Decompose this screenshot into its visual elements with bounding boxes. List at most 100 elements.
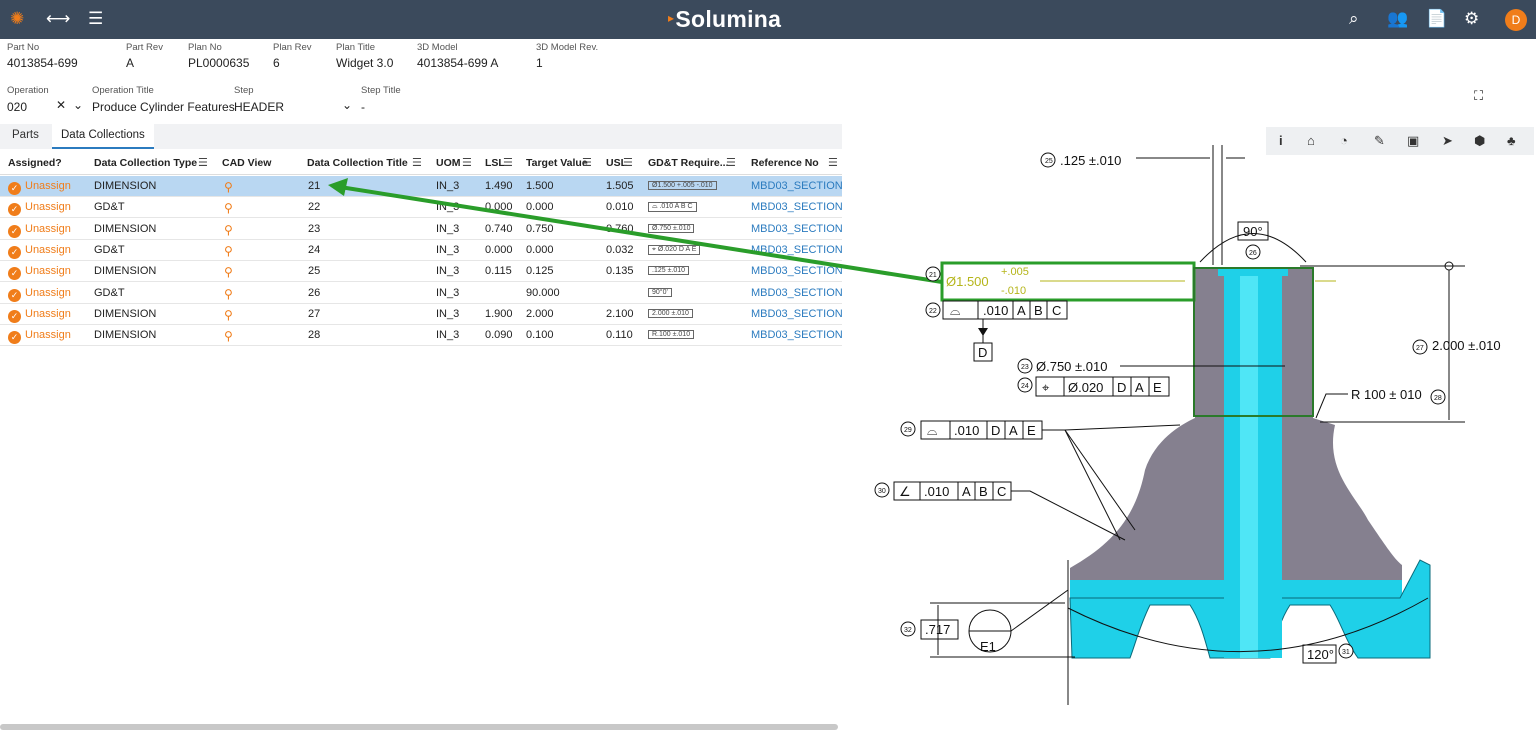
col-uom[interactable]: UOM xyxy=(436,157,461,169)
tab-data-collections[interactable]: Data Collections xyxy=(52,124,154,149)
info-icon[interactable]: i xyxy=(1279,133,1283,148)
plan-rev-label: Plan Rev xyxy=(273,42,312,53)
fcf-24-e: E xyxy=(1153,380,1162,395)
list-icon[interactable]: ☰ xyxy=(88,9,104,28)
chevron-down-icon[interactable]: ⌄ xyxy=(73,98,84,112)
col-usl[interactable]: USL xyxy=(606,157,627,169)
col-title[interactable]: Data Collection Title xyxy=(307,157,408,169)
pen-icon[interactable]: ✎ xyxy=(1374,133,1385,148)
tree-icon[interactable]: ♣ xyxy=(1507,133,1516,148)
unassign-label: Unassign xyxy=(25,307,71,320)
users-gear-icon[interactable]: 👥 xyxy=(1387,9,1409,28)
camera-icon[interactable]: ▣ xyxy=(1407,133,1420,148)
balloon-28-text: 28 xyxy=(1434,395,1442,402)
col-gdt[interactable]: GD&T Require... xyxy=(648,157,729,169)
avatar[interactable]: D xyxy=(1505,9,1527,31)
operation-value[interactable]: 020 xyxy=(7,100,28,114)
reference-link[interactable]: MBD03_SECTION xyxy=(751,286,843,299)
unassign-link[interactable]: ✓Unassign xyxy=(8,223,71,238)
pointer-icon[interactable]: ➤ xyxy=(1442,133,1453,148)
unassign-link[interactable]: ✓Unassign xyxy=(8,201,71,217)
col-assigned[interactable]: Assigned? xyxy=(8,157,62,169)
cell-gdt: .125 ±.010 xyxy=(648,266,690,276)
binoculars-icon[interactable]: ⚲ xyxy=(224,265,233,280)
app-logo-icon[interactable]: ✺ xyxy=(10,9,25,28)
step-chevron-down-icon[interactable]: ⌄ xyxy=(342,98,353,112)
column-menu-icon[interactable]: ☰ xyxy=(623,157,633,169)
fcf-22-symbol-icon: ⌓ xyxy=(950,303,960,318)
unassign-link[interactable]: ✓Unassign xyxy=(8,180,71,195)
cell-lsl: 1.490 xyxy=(485,180,513,192)
reference-link[interactable]: MBD03_SECTION xyxy=(751,307,843,320)
clear-icon[interactable]: ✕ xyxy=(56,98,67,112)
binoculars-icon[interactable]: ⚲ xyxy=(224,180,233,194)
reference-link[interactable]: MBD03_SECTION xyxy=(751,180,843,192)
search-icon[interactable]: ⌕ xyxy=(1349,9,1359,28)
column-menu-icon[interactable]: ☰ xyxy=(198,157,208,169)
part-rev-value: A xyxy=(126,56,135,70)
column-menu-icon[interactable]: ☰ xyxy=(828,157,838,169)
cell-usl: 0.135 xyxy=(606,265,634,278)
cell-gdt: Ø1.500 +.005 -.010 xyxy=(648,181,717,190)
col-ref[interactable]: Reference No xyxy=(751,157,819,169)
binoculars-icon[interactable]: ⚲ xyxy=(224,222,233,237)
highlight-feature xyxy=(1193,267,1314,417)
file-help-icon[interactable]: 📄 xyxy=(1426,9,1448,28)
unassign-link[interactable]: ✓Unassign xyxy=(8,287,71,302)
unassign-link[interactable]: ✓Unassign xyxy=(8,265,71,281)
column-menu-icon[interactable]: ☰ xyxy=(726,157,736,169)
check-circle-icon: ✓ xyxy=(8,203,21,217)
tab-parts[interactable]: Parts xyxy=(12,129,39,141)
column-menu-icon[interactable]: ☰ xyxy=(582,157,592,169)
reference-link[interactable]: MBD03_SECTION xyxy=(751,243,843,256)
column-menu-icon[interactable]: ☰ xyxy=(462,157,472,169)
unassign-link[interactable]: ✓Unassign xyxy=(8,244,71,259)
fcf-29-tol: .010 xyxy=(954,423,979,438)
col-cad-view[interactable]: CAD View xyxy=(222,157,272,169)
unassign-label: Unassign xyxy=(25,243,71,256)
cell-gdt: 90°0' xyxy=(648,287,672,297)
unassign-label: Unassign xyxy=(25,222,71,235)
balloon-27 xyxy=(1412,339,1428,355)
settings-icon[interactable]: ⚙ xyxy=(1464,9,1480,28)
check-circle-icon: ✓ xyxy=(8,309,21,323)
column-menu-icon[interactable]: ☰ xyxy=(503,157,513,169)
fcf-22-b: B xyxy=(1034,303,1043,318)
binoculars-icon[interactable]: ⚲ xyxy=(224,201,233,216)
reference-link[interactable]: MBD03_SECTION xyxy=(751,222,843,235)
horizontal-scrollbar[interactable] xyxy=(0,724,838,730)
cell-usl: 0.010 xyxy=(606,201,634,214)
reference-link[interactable]: MBD03_SECTION xyxy=(751,329,843,342)
column-menu-icon[interactable]: ☰ xyxy=(412,157,422,169)
fullscreen-icon[interactable]: ⛶ xyxy=(1474,88,1484,103)
binoculars-icon[interactable]: ⚲ xyxy=(224,286,233,301)
connections-icon[interactable]: ⟷ xyxy=(46,9,71,28)
balloon-30 xyxy=(874,482,890,498)
col-lsl[interactable]: LSL xyxy=(485,157,505,169)
binoculars-icon[interactable]: ⚲ xyxy=(224,243,233,258)
section-icon[interactable]: ◔ xyxy=(1340,133,1348,148)
unassign-link[interactable]: ✓ Unassign xyxy=(8,308,71,323)
cell-type: GD&T xyxy=(94,286,125,299)
binoculars-icon[interactable]: ⚲ xyxy=(224,329,233,344)
binoculars-icon[interactable]: ⚲ xyxy=(224,307,233,322)
home-icon[interactable]: ⌂ xyxy=(1307,133,1315,148)
col-target[interactable]: Target Value xyxy=(526,157,588,169)
step-value[interactable]: HEADER xyxy=(234,100,285,114)
col-type[interactable]: Data Collection Type xyxy=(94,157,198,169)
step-label: Step xyxy=(234,85,254,96)
unassign-link[interactable]: ✓Unassign xyxy=(8,329,71,345)
cell-uom: IN_3 xyxy=(436,243,460,256)
cube-icon[interactable]: ⬢ xyxy=(1474,133,1486,148)
reference-link[interactable]: MBD03_SECTION xyxy=(751,265,843,278)
reference-link[interactable]: MBD03_SECTION xyxy=(751,201,843,214)
